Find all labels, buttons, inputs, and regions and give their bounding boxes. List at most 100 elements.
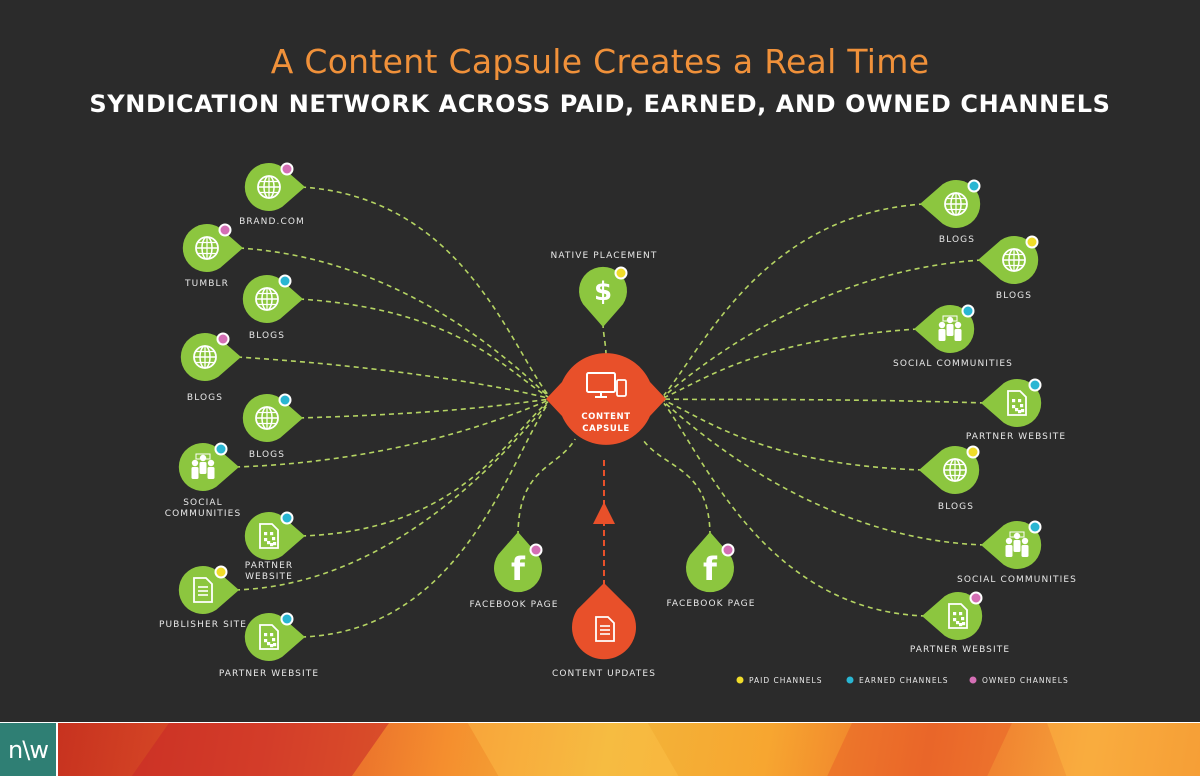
document-icon <box>193 577 213 603</box>
update-link <box>593 460 615 595</box>
people-icon <box>938 315 962 341</box>
channel-dot-paid <box>1027 237 1037 247</box>
dollar-icon: $ <box>594 277 612 307</box>
svg-text:$: $ <box>594 277 612 307</box>
facebook-icon: f <box>511 550 526 588</box>
partner-doc-icon <box>259 523 279 549</box>
node-label: PUBLISHER SITE <box>159 620 247 630</box>
node-label: WEBSITE <box>245 572 293 582</box>
node-label: TUMBLR <box>184 279 229 289</box>
hub-shape <box>546 353 666 445</box>
node-label: NATIVE PLACEMENT <box>551 251 658 261</box>
node-label: SOCIAL <box>183 498 223 508</box>
link-blogs-l3 <box>298 398 549 419</box>
node-blogs-r3: BLOGS <box>919 445 980 512</box>
legend-item-owned: OWNED CHANNELS <box>969 676 1069 685</box>
channel-dot-earned <box>216 444 226 454</box>
legend-dot <box>969 676 977 684</box>
footer-bar: n\w <box>0 722 1200 776</box>
legend-label: PAID CHANNELS <box>749 676 822 685</box>
link-partner-r2 <box>663 402 927 617</box>
hub-label: CAPSULE <box>582 424 630 434</box>
node-tumblr: TUMBLR <box>182 223 243 289</box>
node-social-r2: SOCIAL COMMUNITIES <box>957 520 1076 585</box>
node-content-updates: CONTENT UPDATES <box>552 583 656 679</box>
update-arrow-icon <box>593 502 615 524</box>
slide-subtitle: SYNDICATION NETWORK ACROSS PAID, EARNED,… <box>89 90 1111 118</box>
channel-legend: PAID CHANNELS EARNED CHANNELS OWNED CHANNE… <box>736 676 1069 685</box>
brand-logo: n\w <box>0 723 56 776</box>
monitor-phone-icon <box>586 372 627 398</box>
node-pin <box>244 512 305 560</box>
node-label: BLOGS <box>996 291 1032 301</box>
globe-icon <box>193 345 217 369</box>
link-blogs-r1 <box>663 203 925 396</box>
node-partner-r1: PARTNER WEBSITE <box>966 378 1066 442</box>
node-pin <box>494 532 542 593</box>
channel-dot-earned <box>963 306 973 316</box>
node-pin <box>178 443 239 491</box>
node-label: COMMUNITIES <box>165 509 242 519</box>
link-partner-l1 <box>300 401 549 537</box>
channel-dot-earned <box>282 614 292 624</box>
globe-icon <box>944 192 968 216</box>
node-blogs-r2: BLOGS <box>978 235 1039 301</box>
node-publisher: PUBLISHER SITE <box>159 565 247 630</box>
node-pin <box>579 266 628 327</box>
channel-dot-owned <box>282 164 292 174</box>
node-pin <box>178 566 239 614</box>
node-label: BLOGS <box>249 331 285 341</box>
node-label: BLOGS <box>187 393 223 403</box>
node-label: PARTNER WEBSITE <box>966 432 1066 442</box>
node-blogs-l3: BLOGS <box>242 393 303 460</box>
channel-dot-owned <box>971 593 981 603</box>
updates-pin <box>572 583 636 660</box>
legend-item-paid: PAID CHANNELS <box>736 676 822 685</box>
link-blogs-l2 <box>236 356 549 399</box>
channel-dot-paid <box>616 268 626 278</box>
link-blogs-l1 <box>298 298 549 398</box>
updates-label: CONTENT UPDATES <box>552 669 656 679</box>
logo-text: n\w <box>8 735 49 764</box>
link-brand-com <box>300 186 549 396</box>
node-pin <box>244 613 305 662</box>
channel-dot-earned <box>282 513 292 523</box>
legend-dot <box>846 676 854 684</box>
node-label: BLOGS <box>249 450 285 460</box>
node-social-r1: SOCIAL COMMUNITIES <box>893 304 1013 369</box>
channel-dot-earned <box>1030 380 1040 390</box>
channel-dot-owned <box>220 225 230 235</box>
legend-dot <box>736 676 744 684</box>
link-social-r2 <box>663 401 986 546</box>
node-label: BLOGS <box>939 235 975 245</box>
node-label: FACEBOOK PAGE <box>666 599 755 609</box>
partner-doc-icon <box>948 603 968 629</box>
node-label: PARTNER WEBSITE <box>910 645 1010 655</box>
partner-doc-icon <box>259 624 279 650</box>
legend-item-earned: EARNED CHANNELS <box>846 676 948 685</box>
svg-text:f: f <box>703 550 718 588</box>
globe-icon <box>1002 248 1026 272</box>
node-pin <box>914 305 975 354</box>
people-icon <box>1005 531 1029 557</box>
node-partner-r2: PARTNER WEBSITE <box>910 591 1010 655</box>
node-partner-l2: PARTNER WEBSITE <box>219 612 318 679</box>
footer-decoration <box>58 723 1200 776</box>
link-blogs-r3 <box>663 399 924 471</box>
link-social-r1 <box>663 328 919 399</box>
node-blogs-l1: BLOGS <box>242 274 303 341</box>
channel-dot-earned <box>280 276 290 286</box>
globe-icon <box>255 287 279 311</box>
node-label: SOCIAL COMMUNITIES <box>893 359 1013 369</box>
link-fb-l <box>517 438 576 537</box>
syndication-network-diagram: BRAND.COM TUMBLR BLOGS BLOGS BLOGS SOCIALCOMM… <box>159 162 1076 685</box>
channel-dot-earned <box>1030 522 1040 532</box>
legend-label: OWNED CHANNELS <box>982 676 1069 685</box>
link-tumblr <box>238 247 549 397</box>
document-icon <box>595 616 615 642</box>
node-label: BRAND.COM <box>239 217 305 227</box>
globe-icon <box>255 406 279 430</box>
link-partner-r1 <box>663 398 986 404</box>
